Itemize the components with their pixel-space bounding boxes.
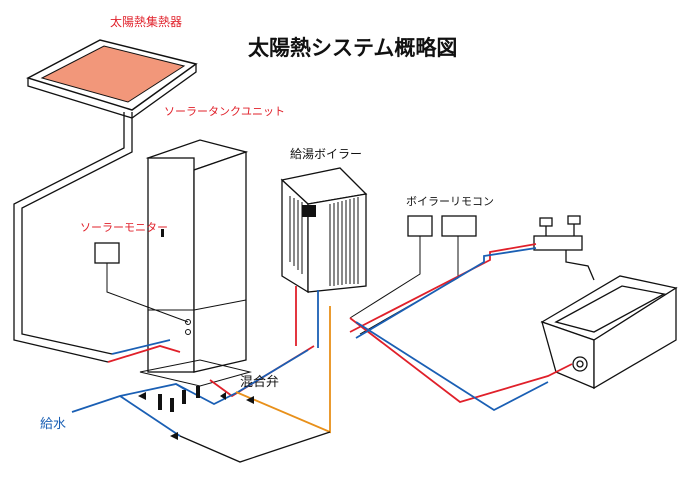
boiler (280, 167, 368, 294)
boiler-label: 給湯ボイラー (290, 147, 363, 161)
boiler-remote (407, 215, 477, 237)
collector-label: 太陽熱集熱器 (110, 15, 183, 29)
boiler-remote-label: ボイラーリモコン (406, 195, 494, 208)
solar-tank-unit (139, 139, 252, 387)
mixing-valve-label: 混合弁 (240, 375, 280, 390)
solar-monitor-label: ソーラーモニター (80, 221, 168, 234)
faucet (533, 215, 595, 281)
bathtub (540, 275, 678, 390)
tank-unit-label: ソーラータンクユニット (164, 105, 285, 118)
water-supply-label: 給水 (40, 417, 67, 432)
page-title: 太陽熱システム概略図 (248, 36, 458, 60)
solar-monitor (94, 242, 189, 323)
collector-pipe (13, 112, 133, 363)
